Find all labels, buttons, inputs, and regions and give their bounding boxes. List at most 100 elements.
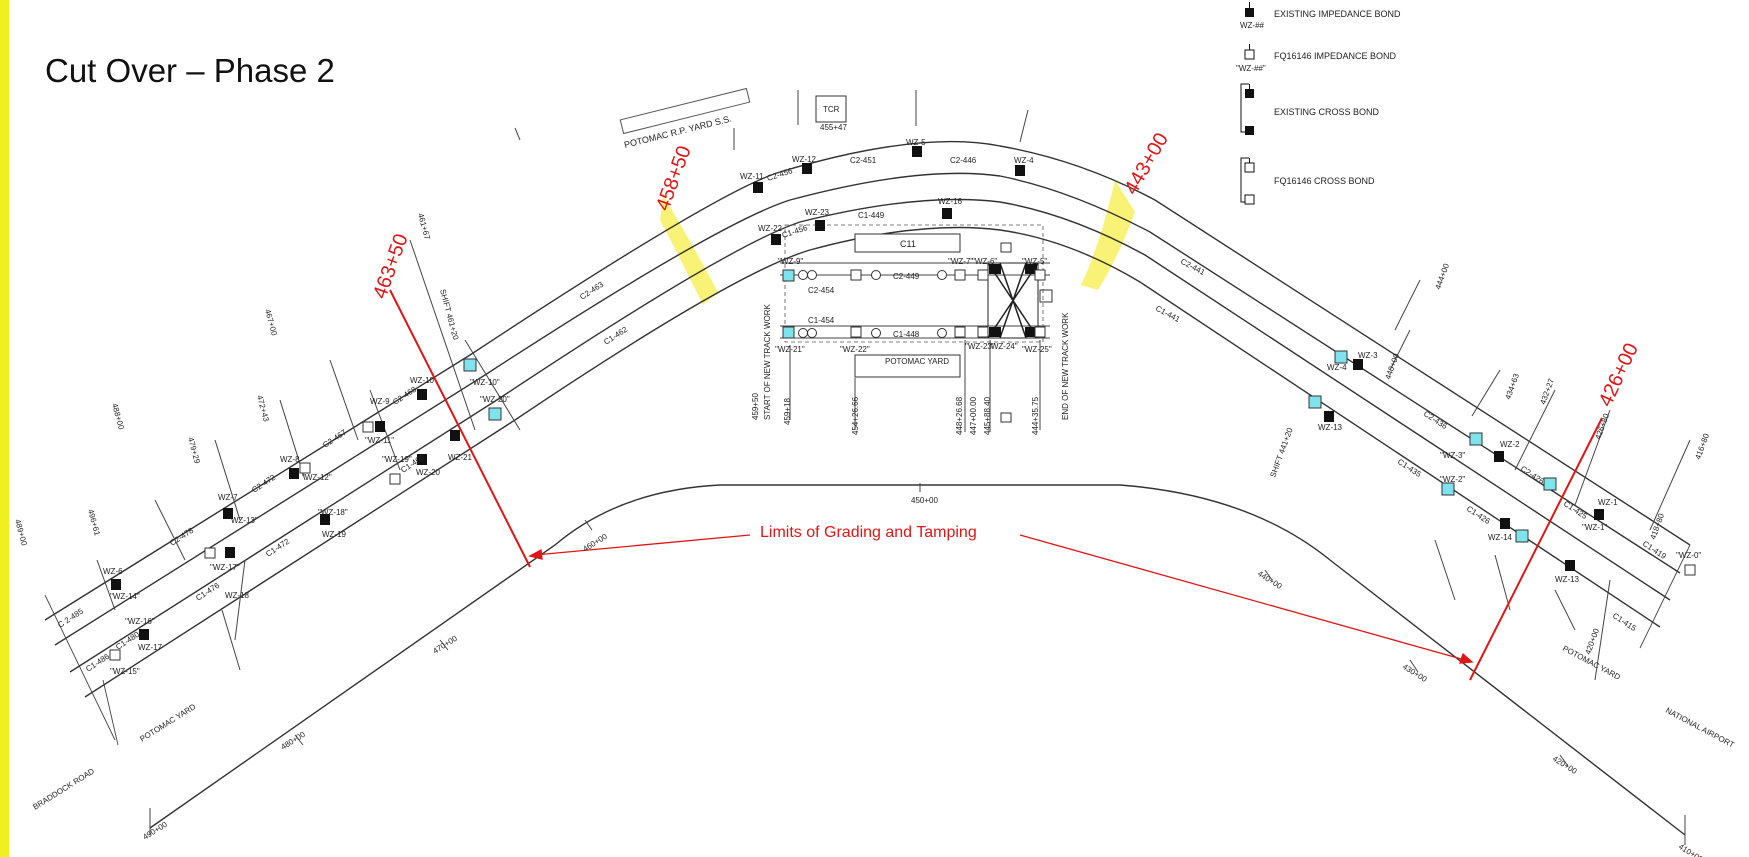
legend-label-existing-cross: EXISTING CROSS BOND: [1274, 107, 1380, 117]
tag-wz8: WZ-8: [280, 455, 300, 464]
grading-highlight-left: [660, 195, 718, 305]
st-4471: 447+00.00: [969, 396, 978, 435]
potomac-yard-left-label: POTOMAC YARD: [138, 702, 197, 744]
left-accent-bar: [0, 0, 9, 857]
fq-cross-bond-icon: [1240, 157, 1255, 205]
tag-qwz1: "WZ-1": [1582, 523, 1607, 532]
station-label-426-00: 426+00: [1595, 340, 1643, 410]
tag-qwz22: "WZ-22": [840, 345, 870, 354]
tag-wz2: WZ-2: [1500, 440, 1520, 449]
st-4280: 426+80: [1593, 412, 1611, 441]
legend-tag-fq: "WZ-##": [1236, 64, 1266, 73]
legend-label-fq-cross: FQ16146 CROSS BOND: [1274, 176, 1375, 186]
yard-bonds: [782, 269, 1046, 339]
station-ticks: [96, 90, 1691, 767]
tag-wz11: WZ-11: [740, 172, 764, 181]
st-4799: 479+29: [186, 436, 202, 465]
end-track-work-label: END OF NEW TRACK WORK: [1061, 312, 1070, 420]
st-480: 480+00: [279, 730, 307, 752]
place-labels: POTOMAC R.P. YARD S.S. TCR C11 POTOMAC Y…: [31, 87, 1736, 812]
tag-wz13: WZ-13: [1318, 423, 1343, 432]
st-4345: 434+63: [1503, 372, 1521, 401]
page-title: Cut Over – Phase 2: [45, 52, 335, 89]
tag-qwz18: "WZ-18": [318, 508, 348, 517]
tag-wz3: WZ-3: [1358, 351, 1378, 360]
shift-left-label: SHIFT 461+20: [438, 288, 460, 341]
st-4670: 467+00: [263, 308, 279, 337]
tag-qwz12: "WZ-12": [302, 473, 332, 482]
grading-highlight-right: [1081, 180, 1135, 290]
tag-qwz5: "WZ-5": [1022, 257, 1047, 266]
st-420: 420+00: [1551, 754, 1579, 776]
tag-qwz15: "WZ-15": [110, 667, 140, 676]
tag-wz19: WZ-19: [322, 530, 347, 539]
st-4180: 418+80: [1648, 512, 1666, 541]
st-4200: 420+00: [1583, 627, 1601, 656]
c2-449: C2-449: [893, 272, 920, 281]
c2-451: C2-451: [850, 156, 877, 165]
tag-qwz11: "WZ-11": [365, 436, 394, 445]
c2-478: C2-478: [168, 526, 195, 548]
tag-wz12: WZ-12: [792, 155, 817, 164]
tag-qwz0: "WZ-0": [1676, 551, 1701, 560]
st-4542: 454+26.66: [851, 396, 860, 435]
tag-qwz24: "WZ-24": [988, 342, 1018, 351]
tag-qwz16: "WZ-16": [125, 617, 155, 626]
start-track-work-label: START OF NEW TRACK WORK: [763, 303, 772, 420]
tag-qwz7: "WZ-7": [948, 257, 973, 266]
st-4723: 472+43: [255, 394, 271, 423]
tag-qwz23: "WZ-23": [965, 342, 995, 351]
tag-wz13b: WZ-13: [1555, 575, 1580, 584]
st-4591: 459+18: [783, 398, 792, 425]
national-airport-label: NATIONAL AIRPORT: [1664, 706, 1736, 750]
tag-wz23: WZ-23: [805, 208, 830, 217]
c1-415: C1-415: [1611, 611, 1638, 633]
tag-wz9: WZ-9: [370, 397, 390, 406]
limit-arrows: [528, 534, 1474, 664]
tag-qwz6: "WZ-6": [972, 257, 997, 266]
c1-462: C1-462: [602, 325, 629, 347]
limits-annotation: Limits of Grading and Tamping: [760, 524, 977, 541]
braddock-road-label: BRADDOCK ROAD: [31, 766, 96, 811]
center-yard: [780, 224, 1053, 432]
legend-label-fq-impedance: FQ16146 IMPEDANCE BOND: [1274, 51, 1397, 61]
fq-impedance-bond-icon: [1244, 49, 1255, 60]
tag-qwz2: "WZ-2": [1440, 475, 1465, 484]
st-460: 460+00: [581, 532, 609, 554]
tag-wz7: WZ-7: [218, 493, 238, 502]
end-crossings: [44, 544, 1691, 746]
c1-454: C1-454: [808, 316, 835, 325]
tag-wz20: WZ-20: [416, 468, 441, 477]
tag-wz14: WZ-14: [1488, 533, 1513, 542]
c2-436: C2-436: [1422, 409, 1449, 431]
shift-right-label: SHIFT 441+20: [1268, 426, 1294, 479]
station-label-463-50: 463+50: [369, 231, 413, 302]
st-410: 410+00: [1677, 842, 1705, 857]
st-4441: 444+35.75: [1031, 396, 1040, 435]
tag-qwz10: "WZ-10": [470, 378, 500, 387]
c1-448: C1-448: [893, 330, 920, 339]
c2-456: C2-456: [766, 166, 794, 183]
st-45547: 455+47: [820, 123, 847, 132]
tcr-label: TCR: [823, 105, 840, 114]
c2-426: C2-426: [1519, 464, 1546, 486]
st-4880: 488+00: [110, 402, 126, 431]
bond-tags: WZ-5 WZ-4 WZ-11 WZ-12 WZ-16 WZ-22 WZ-23 …: [103, 138, 1701, 676]
st-470: 470+00: [431, 634, 459, 656]
tag-qwz19: "WZ-19": [382, 455, 412, 464]
st-4186: 416+80: [1693, 432, 1711, 461]
c2-472: C2-472: [250, 473, 277, 495]
limit-lines: [389, 289, 1603, 681]
lower-track: [149, 484, 1686, 845]
st-430: 430+00: [1401, 662, 1429, 684]
c2-468: C2-468: [391, 385, 418, 407]
legend-label-existing-impedance: EXISTING IMPEDANCE BOND: [1274, 9, 1401, 19]
potomac-yard-box-label: POTOMAC YARD: [885, 357, 949, 366]
c2-454: C2-454: [808, 286, 835, 295]
tag-wz22: WZ-22: [758, 224, 783, 233]
tag-qwz9: "WZ-9": [778, 257, 803, 266]
tag-qwz21: "WZ-21": [775, 345, 805, 354]
tag-qwz13: "WZ-13": [228, 516, 258, 525]
c2-446: C2-446: [950, 156, 977, 165]
tag-wz17: WZ-17: [138, 643, 163, 652]
